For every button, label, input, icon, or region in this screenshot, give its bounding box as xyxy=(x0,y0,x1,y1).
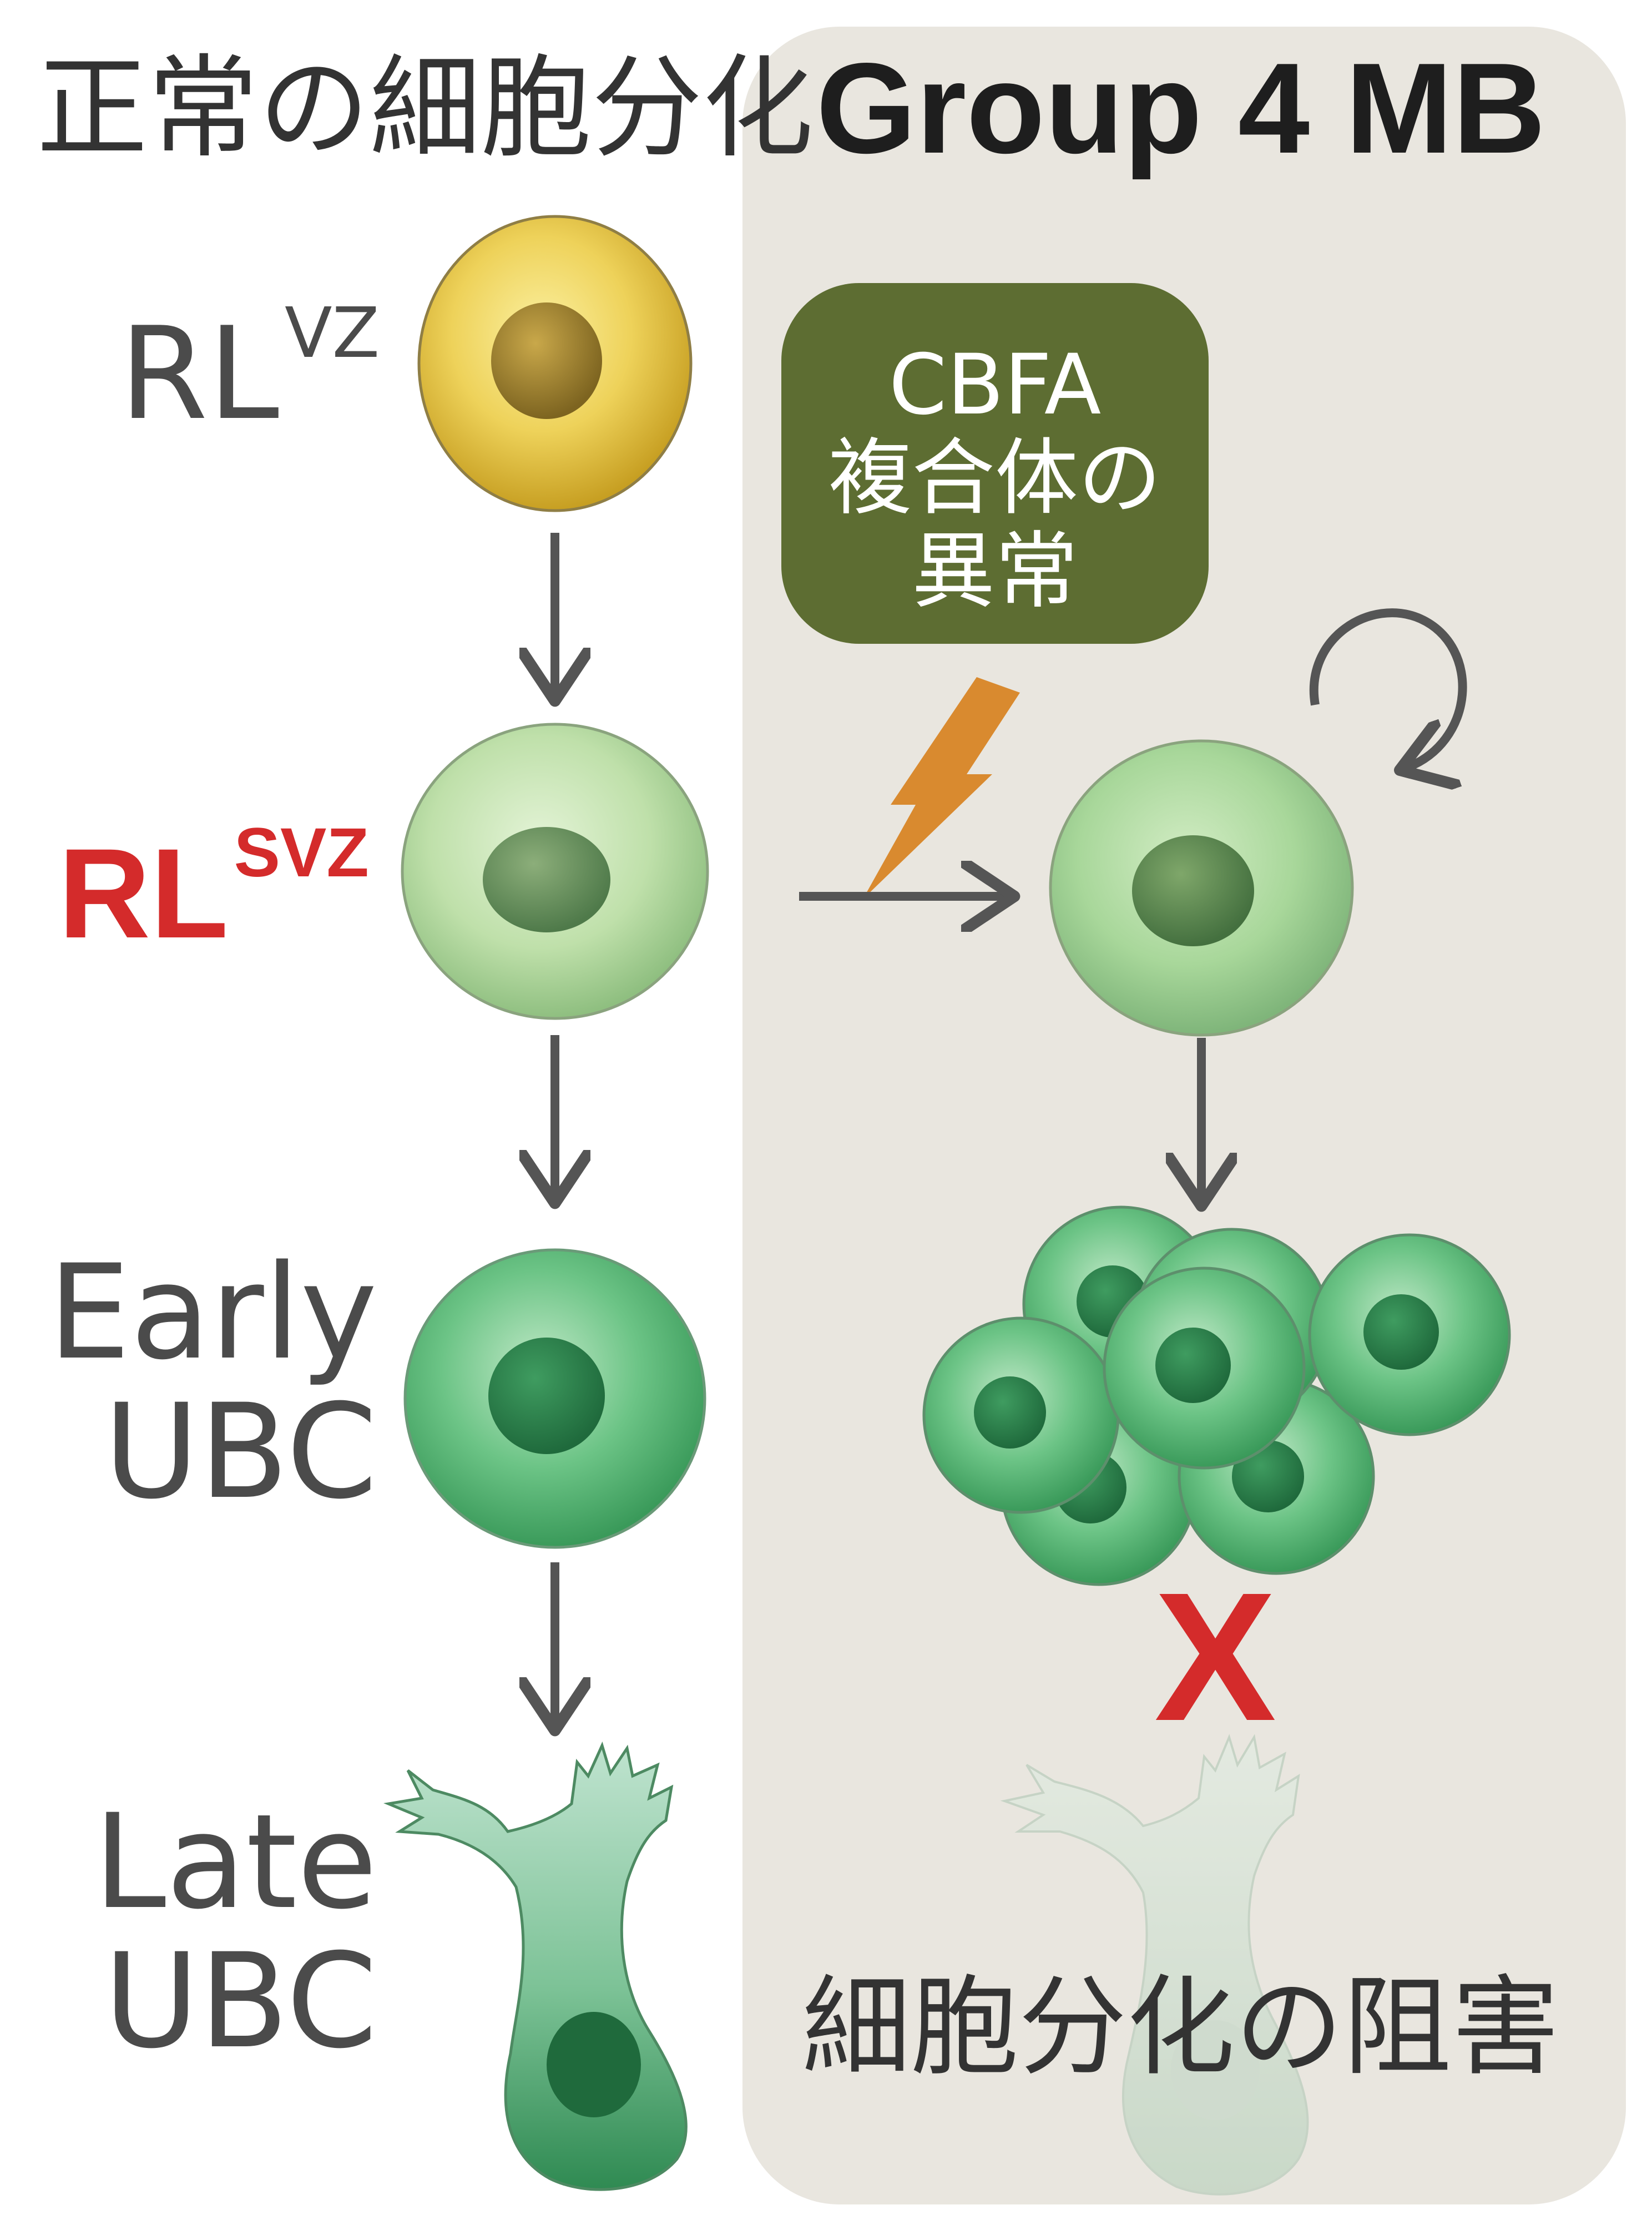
cell-rl-vz xyxy=(417,215,693,512)
lightning-icon xyxy=(863,677,1020,899)
nucleus xyxy=(1132,835,1254,946)
nucleus xyxy=(547,2012,641,2117)
late-ubc-line2: UBC xyxy=(103,1926,377,2078)
late-ubc-label: Late UBC xyxy=(33,1793,377,2072)
early-ubc-line2: UBC xyxy=(103,1376,377,1528)
nucleus xyxy=(483,827,610,932)
rl-svz-superscript: SVZ xyxy=(234,814,369,891)
cell-rl-svz xyxy=(401,723,709,1020)
cluster-cell xyxy=(1308,1233,1511,1436)
cluster-cell xyxy=(922,1316,1120,1514)
cluster-cell xyxy=(1103,1267,1306,1470)
cell-late-ubc xyxy=(383,1741,688,2191)
late-ubc-line1: Late xyxy=(93,1787,377,1938)
inhibition-caption: 細胞分化の阻害 xyxy=(802,1964,1560,2090)
rl-vz-base: RL xyxy=(119,300,279,448)
cbfa-abnormality-text: CBFA 複合体の 異常 xyxy=(781,339,1209,618)
tumor-cell-cluster xyxy=(922,1205,1511,1586)
rl-svz-base: RL xyxy=(58,822,229,965)
rl-vz-superscript: VZ xyxy=(284,293,380,374)
early-ubc-line1: Early xyxy=(48,1237,377,1389)
rl-svz-label: RLSVZ xyxy=(58,818,369,957)
cell-group4-progenitor xyxy=(1049,739,1354,1037)
normal-differentiation-title: 正常の細胞分化 xyxy=(37,44,814,173)
differentiation-block-x-mark: X xyxy=(1154,1554,1277,1759)
cbfa-line2: 複合体の xyxy=(828,430,1161,527)
nucleus xyxy=(488,1338,605,1454)
cbfa-line3: 異常 xyxy=(911,523,1078,620)
cbfa-line1: CBFA xyxy=(888,337,1102,433)
nucleus xyxy=(491,302,602,419)
self-renewal-arrow-icon xyxy=(1310,608,1467,769)
cell-late-ubc-faded xyxy=(1000,1734,1309,2196)
group4-mb-title: Group 4 MB xyxy=(816,37,1546,180)
nucleus xyxy=(1171,2020,1260,2120)
rl-vz-label: RLVZ xyxy=(119,299,380,438)
cell-early-ubc xyxy=(403,1248,706,1549)
early-ubc-label: Early UBC xyxy=(33,1243,377,1522)
cbfa-abnormality-box xyxy=(781,283,1209,644)
